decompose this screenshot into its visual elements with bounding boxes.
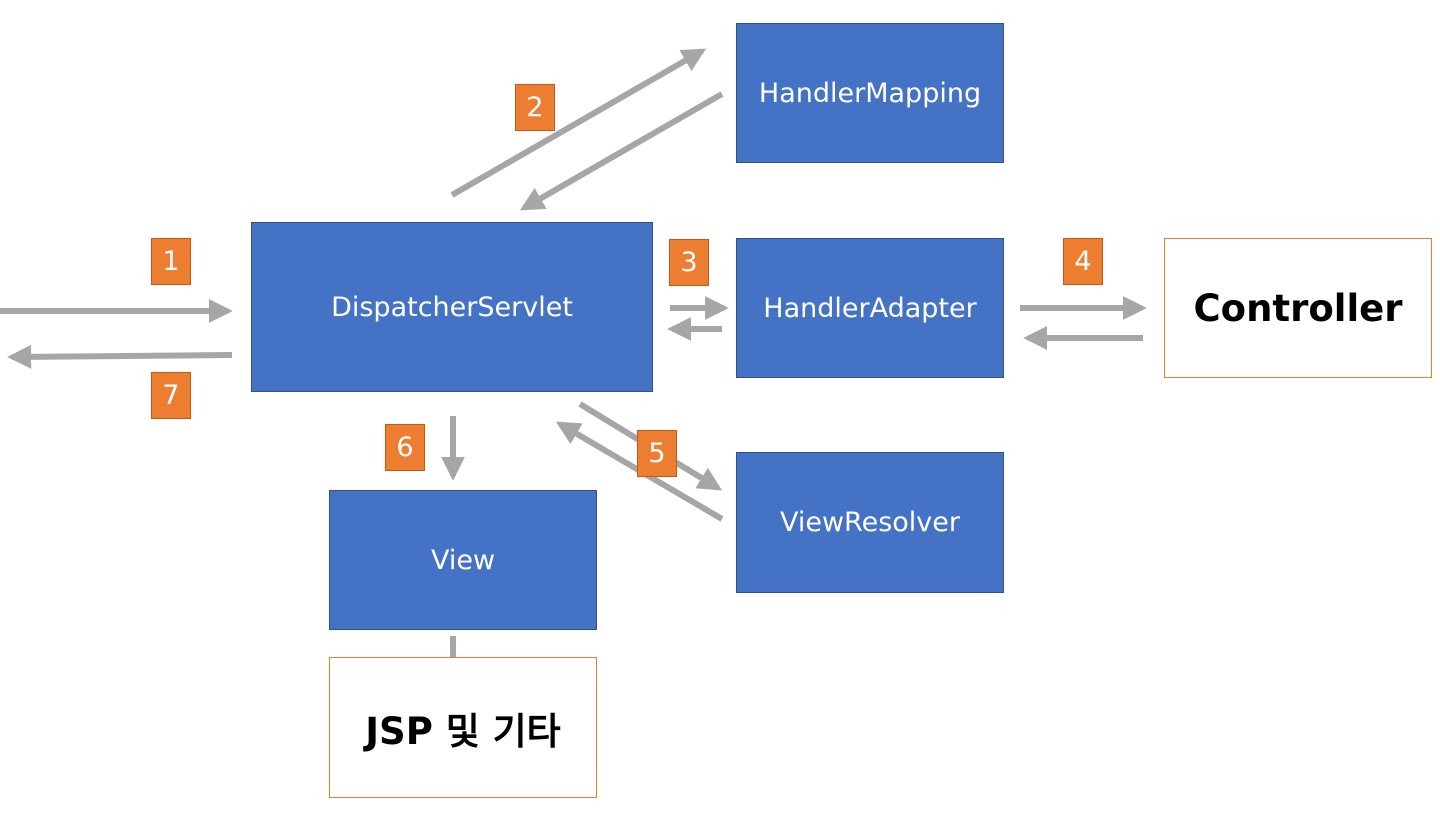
controller-label: Controller (1193, 286, 1403, 330)
arrow-response-out (7, 344, 233, 369)
step-badge-5: 5 (637, 430, 677, 477)
step-badge-4: 4 (1063, 238, 1103, 285)
controller-node: Controller (1164, 238, 1432, 378)
dispatcher-servlet-node: DispatcherServlet (251, 222, 653, 392)
step-badge-2: 2 (515, 84, 555, 131)
handler-mapping-label: HandlerMapping (758, 77, 982, 109)
step-badge-7: 7 (151, 372, 191, 419)
step-badge-1: 1 (151, 238, 191, 285)
arrow-from-handler-mapping (519, 91, 724, 211)
handler-adapter-node: HandlerAdapter (736, 238, 1004, 378)
step-badge-6: 6 (385, 424, 425, 471)
jsp-label: JSP 및 기타 (365, 709, 561, 753)
view-label: View (430, 544, 496, 576)
step-badge-3: 3 (669, 239, 709, 286)
handler-adapter-label: HandlerAdapter (763, 292, 977, 324)
jsp-node: JSP 및 기타 (329, 657, 597, 798)
dispatcher-servlet-label: DispatcherServlet (331, 291, 573, 323)
view-node: View (329, 490, 597, 630)
view-resolver-label: ViewResolver (779, 507, 960, 538)
handler-mapping-node: HandlerMapping (736, 23, 1004, 163)
arrow-to-handler-mapping (450, 48, 707, 198)
view-resolver-node: ViewResolver (736, 452, 1004, 593)
